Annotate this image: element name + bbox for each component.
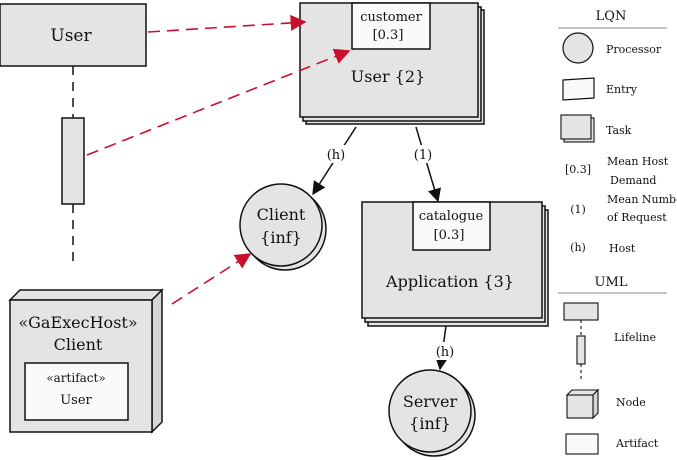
legend-lqn-title: LQN: [596, 9, 627, 24]
task-label: User {2}: [351, 67, 425, 86]
client-processor: Client {inf}: [239, 183, 327, 271]
server-processor: Server {inf}: [388, 369, 476, 457]
processor-multiplicity: {inf}: [409, 414, 451, 433]
entry-box: [351, 2, 431, 50]
legend-request-symbol: (1): [570, 203, 586, 216]
lifeline-label: User: [50, 26, 92, 46]
legend-artifact-label: Artifact: [615, 437, 659, 450]
entry-demand: [0.3]: [373, 28, 404, 43]
processor-circle: [239, 183, 323, 267]
task-label: Application {3}: [385, 272, 514, 291]
request-label: (1): [414, 148, 432, 163]
node-top-face: [8, 289, 164, 301]
legend-host-symbol: (h): [570, 241, 586, 254]
legend-demand-symbol: [0.3]: [565, 163, 591, 176]
legend-lifeline-label: Lifeline: [614, 331, 656, 344]
node-name: Client: [54, 335, 103, 354]
legend-request-label-2: of Request: [607, 211, 667, 224]
legend-processor-label: Processor: [606, 43, 662, 56]
legend-node-side: [592, 388, 599, 420]
artifact-name: User: [60, 393, 92, 408]
legend-lifeline-head: [563, 302, 599, 321]
processor-circle: [388, 369, 472, 453]
legend-lifeline-activation: [576, 335, 586, 365]
legend-demand-label-1: Mean Host: [607, 155, 669, 168]
host-label: (h): [327, 148, 346, 163]
mapping-arrow-activation-to-entry: [86, 48, 351, 156]
processor-multiplicity: {inf}: [260, 228, 302, 247]
legend-demand-label-2: Demand: [610, 174, 656, 187]
legend-task-label: Task: [606, 124, 632, 137]
legend-task-icon: [560, 114, 592, 140]
mapping-arrow-lifeline-to-task: [147, 14, 307, 33]
node-stereotype: «GaExecHost»: [18, 313, 137, 332]
entry-demand: [0.3]: [434, 228, 465, 243]
lifeline-head: [0, 3, 147, 67]
request-arrow-user-to-application: [415, 126, 442, 203]
processor-name: Client: [257, 205, 306, 224]
legend: LQN Processor Entry Task [0.3] Mean Host…: [558, 9, 677, 455]
legend-artifact-icon: [565, 433, 599, 455]
artifact-stereotype: «artifact»: [46, 371, 105, 385]
client-node: «GaExecHost» Client «artifact» User: [8, 288, 164, 434]
activation-bar: [61, 117, 85, 205]
legend-entry-label: Entry: [606, 83, 638, 96]
application-task: catalogue [0.3] Application {3}: [361, 201, 549, 327]
entry-name: customer: [360, 10, 422, 25]
legend-uml-title: UML: [595, 275, 628, 290]
host-label: (h): [436, 345, 455, 360]
user-task: customer [0.3] User {2}: [299, 2, 485, 125]
node-side-face: [151, 288, 163, 434]
processor-name: Server: [403, 392, 458, 411]
lqn-connectors: (h) (1) (h): [312, 126, 456, 371]
legend-host-label: Host: [609, 242, 636, 255]
legend-entry-icon: [562, 77, 595, 101]
mapping-arrow-node-to-processor: [171, 253, 252, 305]
entry-name: catalogue: [419, 209, 484, 224]
artifact-box: [24, 362, 129, 421]
legend-request-label-1: Mean Number: [607, 193, 677, 206]
legend-node-icon: [566, 394, 594, 419]
mapping-arrows: [86, 14, 351, 305]
entry-box: [412, 201, 491, 251]
legend-node-label: Node: [616, 396, 646, 409]
user-lifeline: User: [0, 3, 147, 268]
legend-processor-icon: [562, 32, 594, 64]
